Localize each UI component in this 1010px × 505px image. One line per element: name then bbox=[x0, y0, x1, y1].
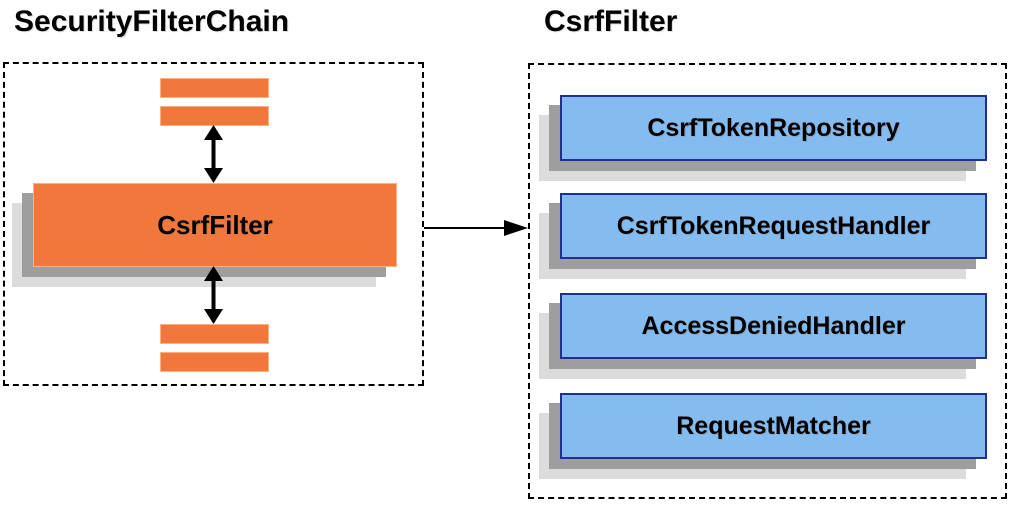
component-node-access-denied-handler: AccessDeniedHandler bbox=[539, 293, 987, 379]
up-down-arrow-icon bbox=[204, 125, 223, 183]
csrf-filter-title: CsrfFilter bbox=[544, 5, 678, 38]
component-label: CsrfTokenRequestHandler bbox=[560, 193, 987, 259]
component-node-csrf-token-request-handler: CsrfTokenRequestHandler bbox=[539, 193, 987, 279]
csrf-filter-detail-box bbox=[528, 63, 1007, 499]
filter-placeholder-bar bbox=[160, 106, 269, 126]
filter-placeholder-bar bbox=[160, 324, 269, 344]
filter-placeholder-bar bbox=[160, 352, 269, 372]
component-label: AccessDeniedHandler bbox=[560, 293, 987, 359]
up-down-arrow-icon bbox=[204, 266, 223, 324]
component-label: CsrfTokenRepository bbox=[560, 95, 987, 161]
right-arrow-icon bbox=[424, 220, 528, 236]
csrf-filter-node: CsrfFilter bbox=[33, 183, 397, 267]
security-filter-chain-box bbox=[3, 62, 424, 386]
component-node-csrf-token-repository: CsrfTokenRepository bbox=[539, 95, 987, 181]
component-node-request-matcher: RequestMatcher bbox=[539, 393, 987, 479]
filter-placeholder-bar bbox=[160, 78, 269, 98]
component-label: RequestMatcher bbox=[560, 393, 987, 459]
security-filter-chain-title: SecurityFilterChain bbox=[14, 5, 290, 38]
